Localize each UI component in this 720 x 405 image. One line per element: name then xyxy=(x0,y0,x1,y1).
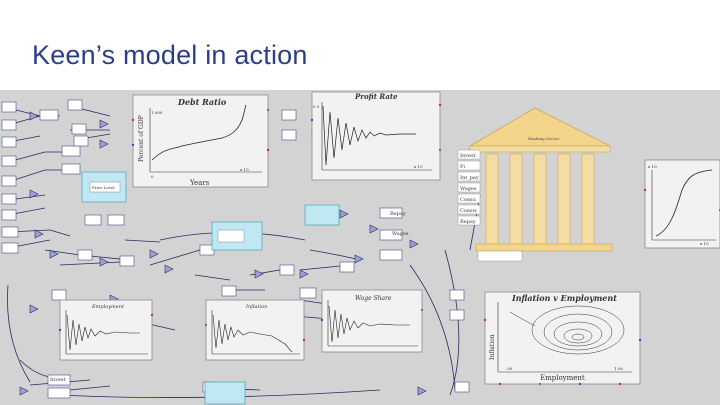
banking-sector-icon[interactable] xyxy=(468,107,613,262)
banking-item: Wages xyxy=(460,186,477,192)
inflation-v-employment-xmax: 1.00 xyxy=(614,366,623,371)
flow-label-wages: Wages xyxy=(392,231,409,237)
panel-wage-share[interactable] xyxy=(321,289,423,353)
banking-item: Consw xyxy=(460,208,478,214)
inflation-v-employment-xlabel: Employment xyxy=(540,374,585,382)
banking-item: Pi xyxy=(460,164,465,170)
inflation-v-employment-title: Inflation v Employment xyxy=(511,293,617,303)
banking-item: Repay xyxy=(460,219,476,225)
panel-inflation[interactable] xyxy=(205,299,305,361)
model-diagram: Price Level Repay Wages Invest Debt Rati… xyxy=(1,91,720,405)
profit-rate-xend: x 10 xyxy=(414,164,423,169)
debt-ratio-ylabel: Percent of GDP xyxy=(138,115,145,162)
debt-ratio-xlabel: Years xyxy=(189,179,210,187)
right-small-ytop: x 10 xyxy=(648,164,657,169)
banking-item: Invest xyxy=(460,153,476,159)
debt-ratio-title: Debt Ratio xyxy=(177,97,227,107)
banking-item: Int_pay xyxy=(460,175,479,181)
group-box-label: Price Level xyxy=(92,185,115,190)
slide-title: Keen’s model in action xyxy=(32,40,308,70)
integrator-triangles xyxy=(19,111,427,396)
panel-employment[interactable] xyxy=(59,299,153,361)
wage-share-title: Wage Share xyxy=(355,295,392,302)
panel-profit-rate[interactable] xyxy=(311,91,441,181)
port-dots xyxy=(58,103,720,386)
panel-debt-ratio[interactable] xyxy=(132,94,269,188)
banking-sector-label: Banking Sector xyxy=(528,136,559,141)
flow-label-repay: Repay xyxy=(390,211,406,217)
node-markers-left xyxy=(1,99,470,399)
inflation-v-employment-xmin: .90 xyxy=(506,366,513,371)
inflation-v-employment-ylabel: Inflation xyxy=(489,334,496,360)
flow-label-invest: Invest xyxy=(50,377,66,383)
variable-group-boxes xyxy=(81,171,340,405)
employment-title: Employment xyxy=(91,304,125,310)
panel-inflation-v-employment[interactable] xyxy=(484,291,641,385)
profit-rate-title: Profit Rate xyxy=(354,92,398,101)
banking-item: Consu xyxy=(460,197,477,203)
profit-rate-ytop: 0.1 xyxy=(313,104,319,109)
right-small-xend: x 10 xyxy=(700,241,709,246)
debt-ratio-xstart: 0 xyxy=(151,174,154,179)
debt-ratio-ytop: 1.000 xyxy=(151,110,163,115)
banking-items xyxy=(457,149,481,226)
panel-right-small[interactable] xyxy=(644,159,720,249)
model-canvas[interactable]: Price Level Repay Wages Invest Debt Rati… xyxy=(0,90,720,405)
debt-ratio-xend: x 10 xyxy=(240,167,249,172)
inflation-title: Inflation xyxy=(245,304,267,310)
